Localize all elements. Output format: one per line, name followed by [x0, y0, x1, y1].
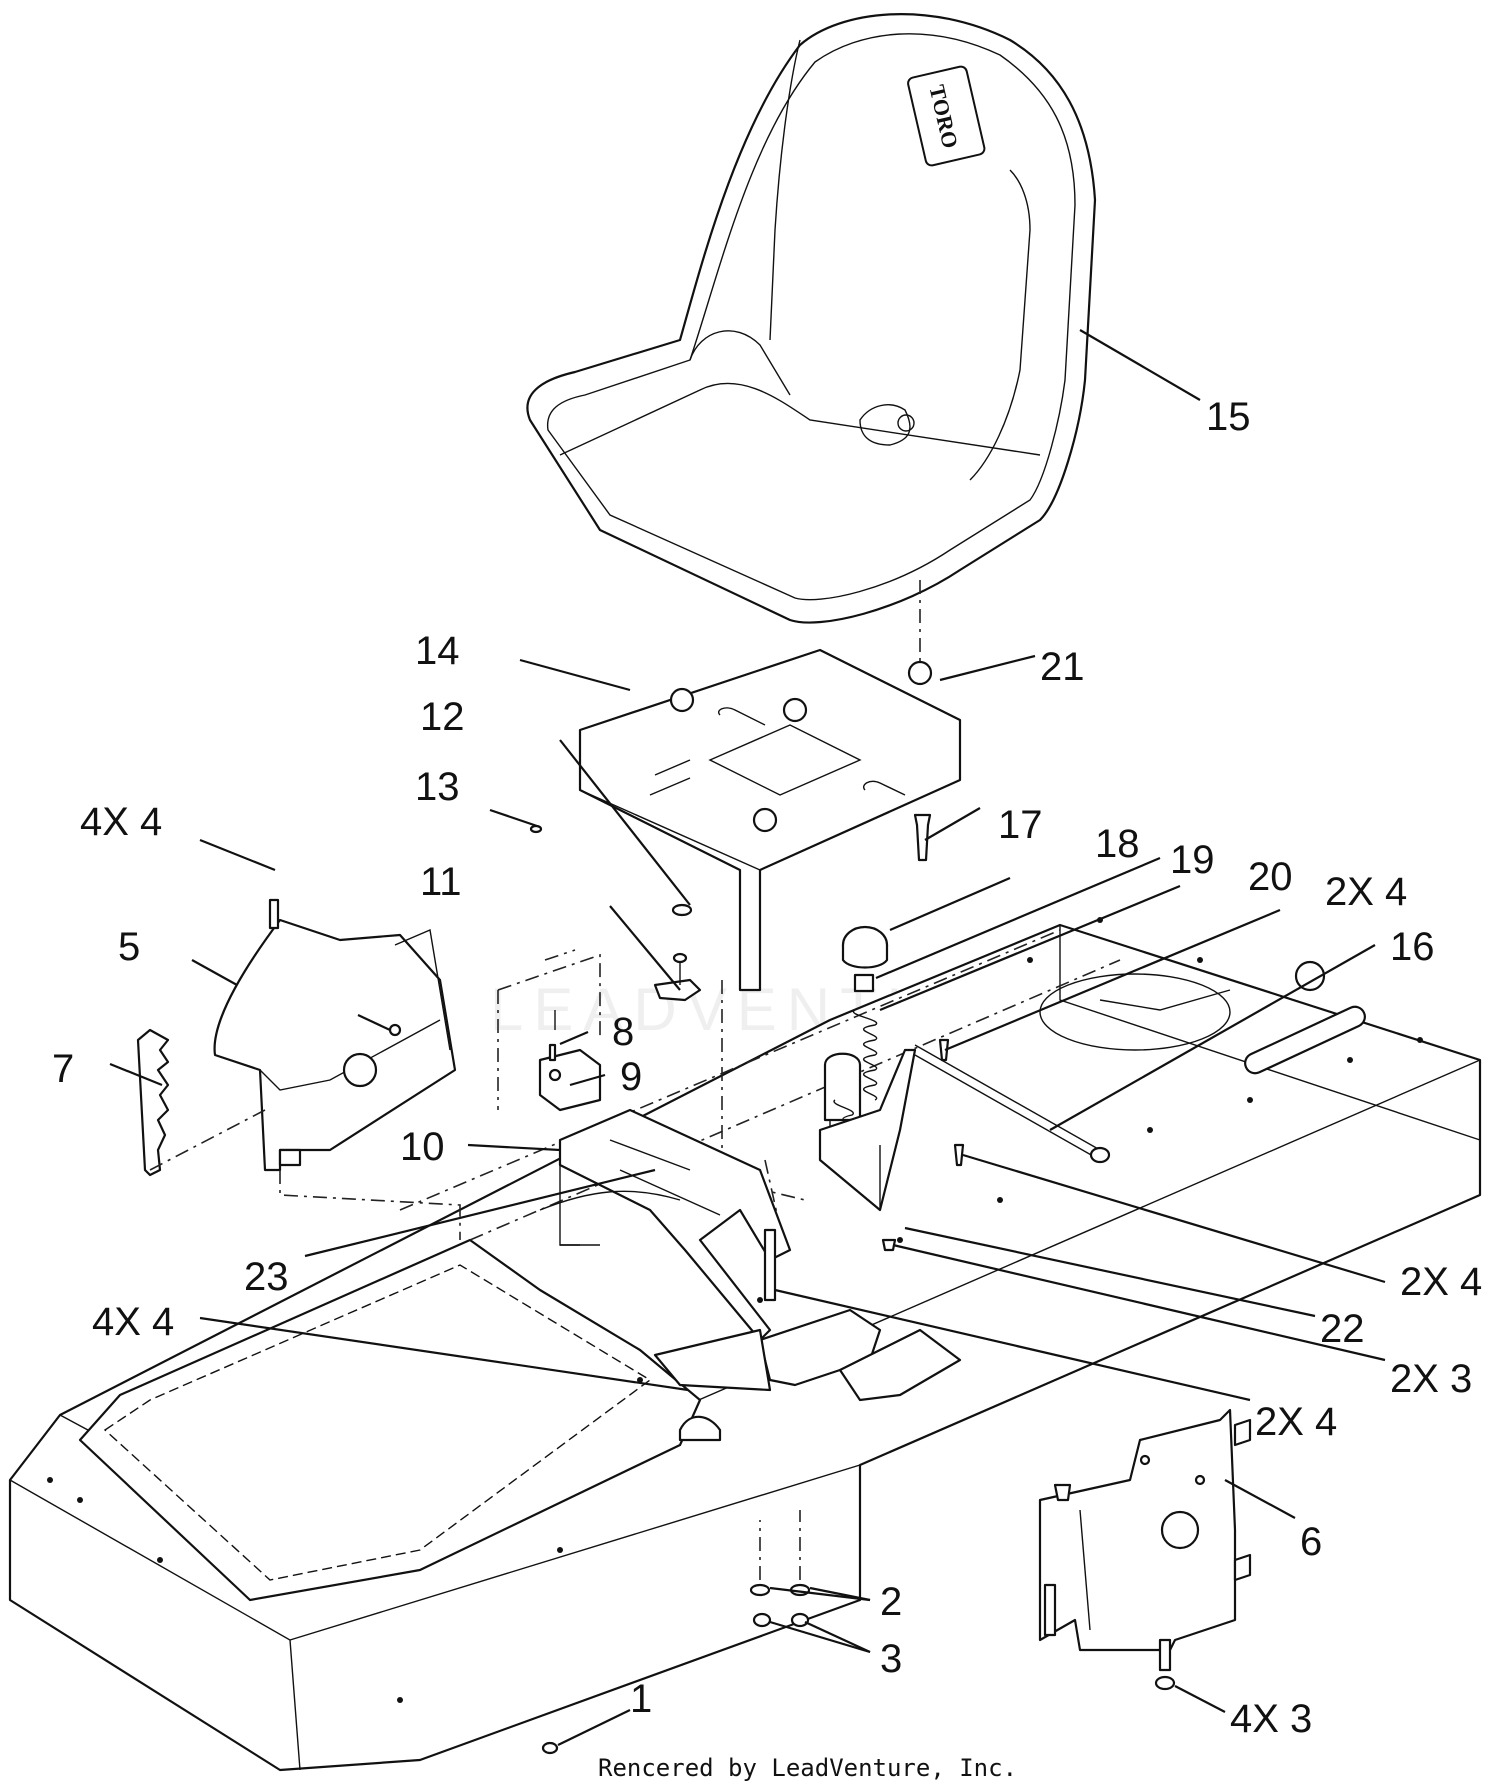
handle-7 — [136, 1028, 170, 1177]
callout-13: 13 — [415, 765, 460, 809]
callout-20: 20 — [1248, 855, 1293, 899]
callout-22: 22 — [1320, 1307, 1365, 1351]
small-parts — [529, 824, 702, 1112]
callout-12: 12 — [420, 695, 465, 739]
callout-2x4-c: 2X 4 — [1255, 1400, 1337, 1444]
callout-15: 15 — [1206, 395, 1251, 439]
callout-6: 6 — [1300, 1520, 1322, 1564]
brand-logo: TORO — [907, 65, 986, 167]
callout-2x3: 2X 3 — [1390, 1357, 1472, 1401]
callout-9: 9 — [620, 1055, 642, 1099]
callout-1: 1 — [630, 1677, 652, 1721]
callout-4x4-top: 4X 4 — [80, 800, 162, 844]
side-bracket-5 — [213, 898, 457, 1172]
callout-11: 11 — [420, 860, 462, 904]
callout-18: 18 — [1095, 822, 1140, 866]
seat-switch-assembly — [818, 813, 1111, 1252]
callout-labels: 15 14 21 12 13 4X 4 17 18 19 20 2X 4 16 … — [52, 395, 1482, 1741]
seat: TORO — [526, 13, 1097, 624]
callout-7: 7 — [52, 1047, 74, 1091]
callout-4x4-mid: 4X 4 — [92, 1300, 174, 1344]
leader-lines — [109, 329, 1386, 1746]
side-bracket-6 — [1038, 1408, 1252, 1672]
callout-3: 3 — [880, 1637, 902, 1681]
callout-4x3: 4X 3 — [1230, 1697, 1312, 1741]
callout-8: 8 — [612, 1010, 634, 1054]
interlock-bracket — [653, 1228, 962, 1442]
seat-pan — [578, 648, 962, 992]
footer-credit: Rencered by LeadVenture, Inc. — [598, 1754, 1017, 1782]
callout-2x4-a: 2X 4 — [1325, 870, 1407, 914]
callout-10: 10 — [400, 1125, 445, 1169]
callout-19: 19 — [1170, 838, 1215, 882]
callout-17: 17 — [998, 803, 1043, 847]
callout-2: 2 — [880, 1580, 902, 1624]
callout-14: 14 — [415, 629, 460, 673]
callout-21: 21 — [1040, 645, 1085, 689]
callout-2x4-b: 2X 4 — [1400, 1260, 1482, 1304]
callout-5: 5 — [118, 925, 140, 969]
mount-bracket-10 — [539, 1108, 792, 1342]
callout-16: 16 — [1390, 925, 1435, 969]
callout-23: 23 — [244, 1255, 289, 1299]
